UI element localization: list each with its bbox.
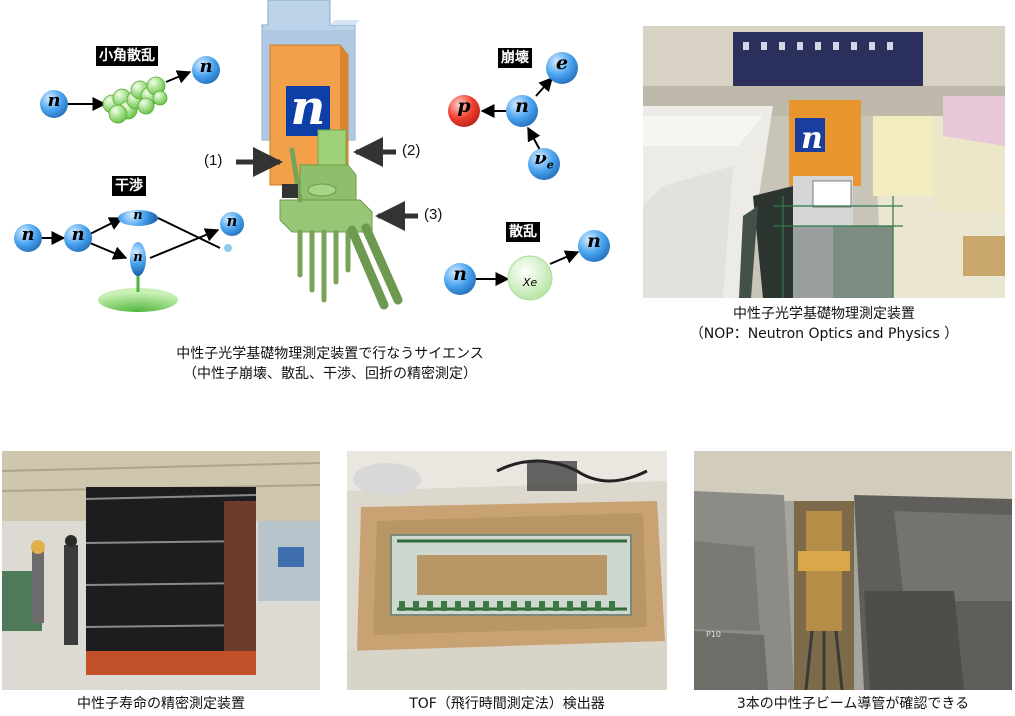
decay-group [480,76,553,151]
interference-label: 干渉 [112,176,146,196]
photo-lifetime-apparatus-art [2,451,320,690]
neutron-symbol: n [199,56,213,77]
diagram-caption-line1: 中性子光学基礎物理測定装置で行なうサイエンス [176,346,484,362]
nop-photo-caption-line2: （NOP：Neutron Optics and Physics ） [689,326,959,342]
photo-nop-facility: n [643,26,1005,298]
scattering-label: 散乱 [506,222,540,242]
svg-text:P10: P10 [706,630,721,639]
beam-guides-photo-caption: 3本の中性子ビーム導管が確認できる [736,696,970,712]
neutrino-subscript: e [546,158,554,172]
photo-nop-facility-art: n [643,26,1005,298]
neutron-symbol: n [515,95,529,117]
interference-group [42,217,232,312]
ground-hill [98,288,178,312]
neutron-ellipse-lower [130,242,146,276]
lifetime-photo-caption: 中性子寿命の精密測定装置 [77,696,245,712]
neutron-ball-small-angle-out [192,56,220,84]
callout-3: (3) [424,206,443,223]
svg-text:n: n [801,121,823,156]
xenon-atom-icon [507,255,553,301]
neutron-ellipse-upper [118,210,158,226]
photo-beam-guides: P10 [694,451,1012,690]
electron-symbol: e [555,52,569,74]
nanoparticle-cluster [102,76,168,124]
neutron-symbol: n [133,208,143,223]
decay-label: 崩壊 [498,48,532,68]
diagram-caption: 中性子光学基礎物理測定装置で行なうサイエンス （中性子崩壊、散乱、干渉、回折の精… [120,344,540,384]
neutron-ball-interference-2 [64,224,92,252]
small-particle-icon [224,244,232,252]
neutron-ball-scattering-out [578,230,610,262]
photo-tof-detector-art [347,451,667,690]
callout-1: (1) [204,152,223,169]
proton-ball [448,95,480,127]
nop-apparatus-illustration [236,0,418,310]
neutrino-symbol: νe [528,148,560,172]
scattering-group [476,250,580,301]
small-angle-scattering-label: 小角散乱 [96,46,158,66]
tof-photo-caption: TOF（飛行時間測定法）検出器 [409,696,605,712]
nop-photo-caption: 中性子光学基礎物理測定装置 （NOP：Neutron Optics and Ph… [643,304,1005,344]
diagram-caption-line2: （中性子崩壊、散乱、干渉、回折の精密測定） [183,366,477,382]
photo-lifetime-apparatus [2,451,320,690]
neutron-ball-scattering-in [444,263,476,295]
xenon-symbol: Xe [522,276,538,289]
small-angle-scattering-group [68,70,192,124]
photo-beam-guides-art: P10 [694,451,1012,690]
neutron-symbol: n [47,90,61,111]
neutron-symbol: n [133,250,143,265]
neutrino-ball [528,148,560,180]
callout-2: (2) [402,142,421,159]
photo-tof-detector [347,451,667,690]
neutron-symbol: n [587,230,601,252]
neutron-symbol: n [71,224,85,245]
proton-symbol: p [457,95,471,117]
neutron-symbol: n [21,224,35,245]
neutron-ball-interference-out [220,212,244,236]
neutron-symbol: n [453,263,467,285]
neutron-ball-interference-1 [14,224,42,252]
nop-photo-caption-line1: 中性子光学基礎物理測定装置 [733,306,915,322]
neutron-symbol: n [226,212,238,230]
neutrino-letter: ν [534,148,547,169]
apparatus-logo: n [290,80,326,136]
neutron-ball-small-angle-in [40,90,68,118]
electron-ball [546,52,578,84]
neutron-ball-decay [506,95,538,127]
